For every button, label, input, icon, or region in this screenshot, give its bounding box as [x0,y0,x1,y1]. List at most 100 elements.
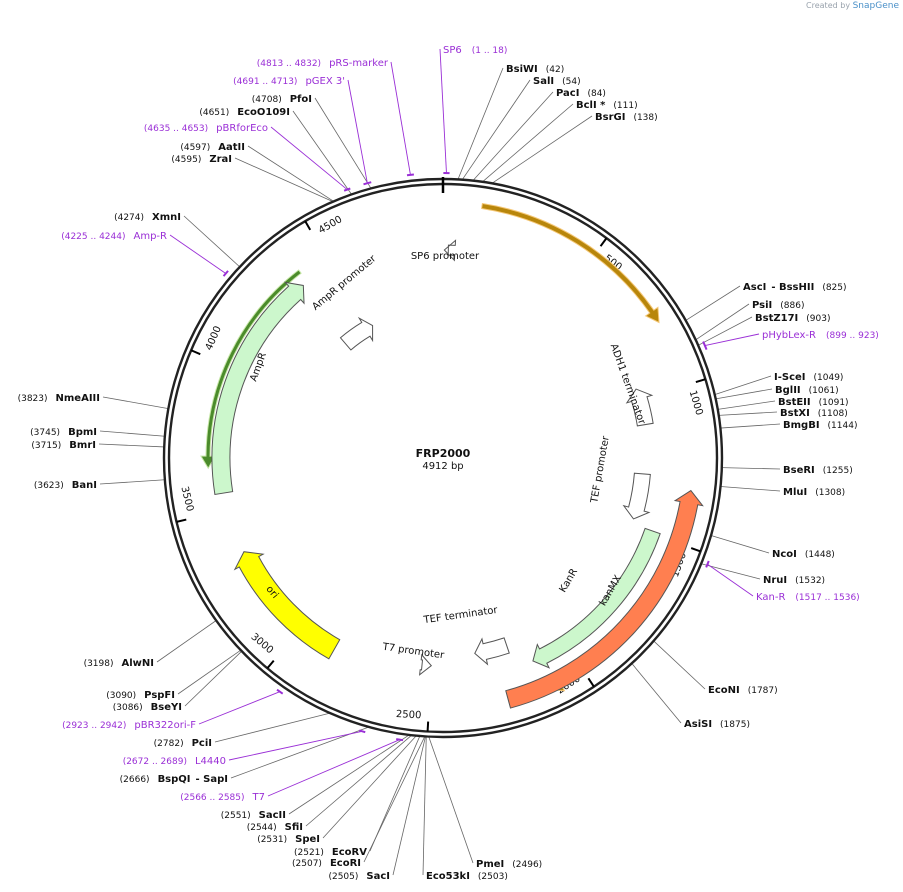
primer-name: SP6 [443,45,462,56]
primer-range: (1517 .. 1536) [795,593,859,603]
primer-label: (4691 .. 4713)pGEX 3' [233,76,345,87]
feature-arrows [200,172,710,742]
primer-name: Kan-R [756,592,785,603]
enzyme-name: BglII [775,385,801,396]
feature-arrow-kanmx [505,489,704,709]
enzyme-label: Eco53kI (2503) [426,871,508,882]
enzyme-connector [230,726,370,779]
enzyme-label: BclI *(111) [576,100,638,111]
enzyme-position: (1049) [814,373,844,383]
primer-range: (2566 .. 2585) [180,793,244,803]
enzyme-position: (3823) [18,394,48,404]
enzyme-connector [720,486,781,492]
enzyme-label: BseRI(1255) [783,465,853,476]
ring-tick [587,677,595,688]
ring-tick [426,721,430,732]
enzyme-name: PsiI [752,300,772,311]
primer-label: (4225 .. 4244)Amp-R [61,231,167,242]
enzyme-position: (4708) [252,95,282,105]
enzyme-label: (3745)BpmI [30,427,97,438]
enzyme-name: BsiWI [506,64,538,75]
enzyme-connector [714,375,772,396]
enzyme-connector [99,479,165,485]
enzyme-connector [305,734,412,827]
primer-mark [343,187,351,192]
enzyme-label: (4708) PfoI [252,94,312,105]
enzyme-position: (1532) [795,576,825,586]
enzyme-label: (3198) AlwNI [84,658,154,669]
enzyme-name: SalI [533,76,554,87]
enzyme-connector [698,316,753,346]
primer-mark [359,729,366,734]
enzyme-name: PfoI [290,94,312,105]
feature-arrow-tef-terminator [474,637,510,666]
feature-label: ADH1 terminator [608,342,648,426]
enzyme-name: BstEII [778,397,811,408]
enzyme-label: (3090)PspFI [106,690,175,701]
enzyme-name: PmeI [476,859,504,870]
enzyme-position: (4274) [114,213,144,223]
enzyme-name: BpmI [68,427,97,438]
primer-name: pGEX 3' [305,76,345,87]
watermark-prefix: Created by [806,1,851,10]
plasmid-name: FRP2000 [416,447,471,460]
enzyme-label: (2521)EcoRV [294,847,367,858]
primer-name: T7 [252,792,265,803]
enzyme-position: (4651) [199,108,229,118]
enzyme-label: (2666)BspQI- SapI [120,774,228,785]
enzyme-label: (4597)AatII [180,142,245,153]
primer-range: (4635 .. 4653) [144,124,208,134]
enzyme-label: (3715)BmrI [31,440,96,451]
enzyme-connector [234,157,334,202]
primer-label: (2566 .. 2585) T7 [180,792,265,803]
ring-tick [690,547,701,553]
enzyme-label: AsiSI(1875) [684,719,750,730]
feature-label: T7 promoter [381,642,446,662]
enzyme-label: (2531)SpeI [257,834,320,845]
primer-connector [267,739,400,797]
enzyme-name: EcoO109I [237,107,290,118]
enzyme-connector [428,736,474,864]
enzyme-name: Eco53kI [426,871,470,882]
enzyme-label: PmeI(2496) [476,859,542,870]
enzyme-position: (1787) [748,686,778,696]
enzyme-connector [721,467,781,470]
enzyme-label: (4651) EcoO109I [199,107,290,118]
enzyme-label: BstEII(1091) [778,397,849,408]
enzyme-connector [457,67,504,180]
primer-range: (4813 .. 4832) [257,59,321,69]
enzyme-name: SfiI [285,822,303,833]
enzyme-connector [314,97,372,189]
enzyme-position: (3198) [84,659,114,669]
enzyme-position: (111) [613,101,637,111]
enzyme-connector [631,663,682,724]
enzyme-connector [102,396,169,410]
primer-name: pBRforEco [216,123,268,134]
enzyme-label: NcoI(1448) [772,549,835,560]
enzyme-connector [247,145,334,202]
enzyme-name: EcoRV [332,847,367,858]
enzyme-name: BanI [72,480,97,491]
primer-connector [198,691,281,725]
primer-label: (4813 .. 4832)pRS-marker [257,58,389,69]
primer-name: pBR322ori-F [134,720,196,731]
enzyme-connector [184,650,242,707]
enzyme-position: (2544) [247,823,277,833]
primer-mark [222,270,229,277]
enzyme-name: AlwNI [122,658,155,669]
enzyme-name: AatII [218,142,245,153]
enzyme-connector [685,285,741,321]
primer-label: SP6(1 .. 18) [443,45,507,56]
enzyme-connector [720,423,781,429]
feature-arrow-ampr-promoter [339,316,374,351]
label-layer: BsiWI(42)SalI(54)PacI(84)BclI *(111)BsrG… [18,45,879,882]
enzyme-name: NmeAIII [56,393,100,404]
enzyme-position: (886) [780,301,804,311]
primer-mark [705,560,710,568]
enzyme-connector [322,735,417,839]
primer-connector [169,234,227,274]
feature-arrow-adh1-terminator [625,388,654,427]
enzyme-name-alt: - BssHII [771,282,814,293]
enzyme-position: (2503) [478,872,508,882]
